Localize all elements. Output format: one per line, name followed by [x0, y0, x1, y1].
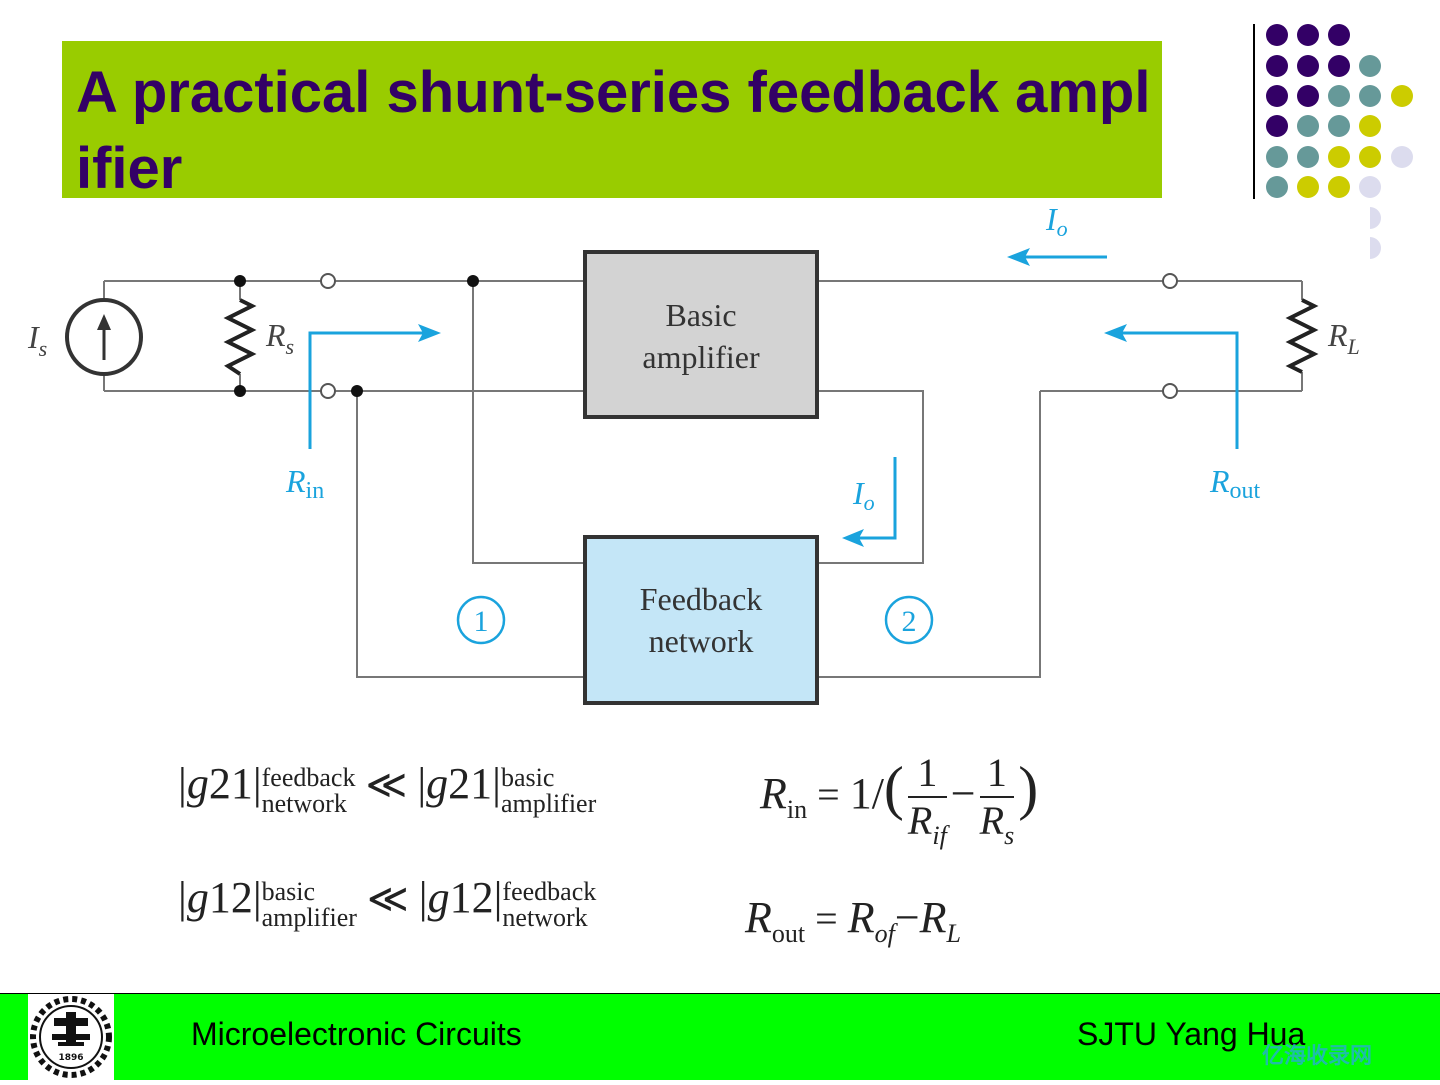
- port-2-marker: [884, 595, 934, 645]
- port-2-label: 2: [902, 605, 917, 638]
- rs-resistor-icon: [223, 298, 257, 376]
- header-divider: [1253, 24, 1255, 199]
- title-banner: A practical shunt-series feedback amplif…: [62, 41, 1162, 201]
- dot-row-2: [1266, 55, 1381, 77]
- basic-amplifier-label-2: amplifier: [642, 339, 760, 375]
- rout-arrowhead-icon: [1104, 324, 1127, 342]
- decorative-dot-grid: [1266, 24, 1413, 259]
- rin-arrowhead-icon: [418, 324, 441, 342]
- dot-row-1: [1266, 24, 1350, 46]
- footer-bar: 1896 Microelectronic Circuits SJTU Yang …: [0, 993, 1440, 1080]
- feedback-network-label-1: Feedback: [640, 581, 763, 617]
- rin-arrow-icon: [308, 331, 430, 449]
- feedback-network-block: [583, 535, 819, 705]
- sjtu-logo: 1896: [28, 994, 114, 1080]
- port-1-marker: [456, 595, 506, 645]
- dot-row-7: [1370, 207, 1381, 259]
- slide-title: A practical shunt-series feedback amplif…: [76, 60, 1151, 201]
- equation-rout: Rout=Rof−RL: [745, 893, 961, 948]
- rout-arrow-icon: [1115, 331, 1239, 449]
- dot-row-5: [1266, 146, 1413, 168]
- dot-row-6: [1266, 176, 1381, 198]
- rout-label: Rout: [1209, 463, 1261, 504]
- watermark-text: 亿海收录网: [1262, 1044, 1373, 1069]
- terminals: [320, 273, 1178, 399]
- io-top-arrowhead-icon: [1007, 248, 1030, 266]
- io-mid-arrowhead-icon: [842, 529, 864, 547]
- rin-label: Rin: [285, 463, 324, 504]
- circuit-diagram: Is Rs RL Basic amplifier Feedback networ…: [27, 201, 1360, 705]
- rl-resistor-icon: [1285, 298, 1319, 374]
- source-label: Is: [27, 319, 47, 361]
- io-mid-arrow-icon: [854, 457, 897, 540]
- junction-dots: [234, 275, 479, 397]
- dot-row-4: [1266, 115, 1381, 137]
- port-1-label: 1: [474, 605, 489, 638]
- feedback-network-label-2: network: [649, 623, 754, 659]
- basic-amplifier-label-1: Basic: [665, 297, 736, 333]
- dot-row-3: [1266, 85, 1413, 107]
- svg-text:1896: 1896: [58, 1053, 83, 1063]
- wires: [103, 280, 1303, 678]
- rs-label: Rs: [265, 317, 294, 359]
- io-top-label: Io: [1045, 201, 1068, 241]
- io-mid-label: Io: [852, 475, 875, 515]
- basic-amplifier-block: [583, 250, 819, 419]
- rl-label: RL: [1327, 317, 1360, 359]
- author-credit: SJTU Yang Hua: [1077, 1016, 1306, 1052]
- gear-emblem-icon: 1896: [30, 996, 112, 1078]
- course-name: Microelectronic Circuits: [191, 1016, 522, 1052]
- current-source-icon: [65, 298, 143, 376]
